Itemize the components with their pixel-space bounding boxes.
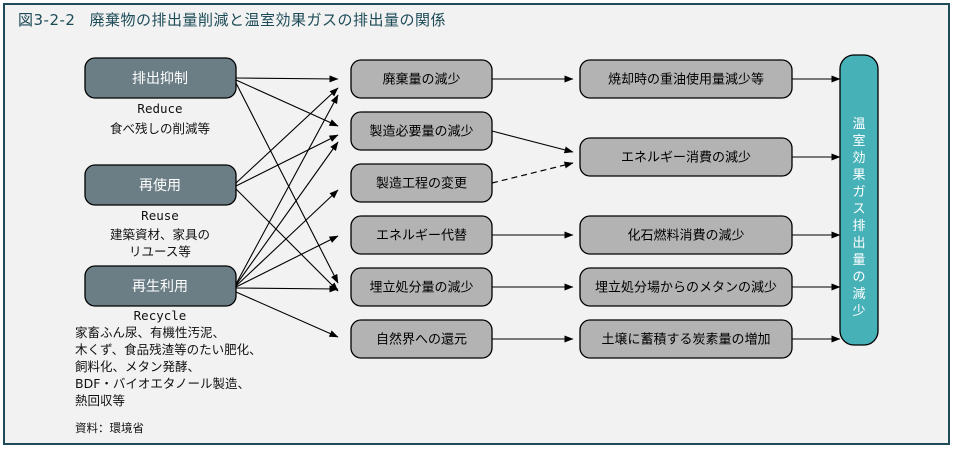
- node-landfill-methane-reduction-label: 埋立処分場からのメタンの減少: [595, 280, 777, 296]
- node-landfill-reduction-label: 埋立処分量の減少: [369, 280, 473, 296]
- right-column-group: 焼却時の重油使用量減少等 エネルギー消費の減少 化石燃料消費の減少 埋立処分場か…: [579, 59, 793, 359]
- node-recycle[interactable]: 再生利用: [84, 265, 237, 307]
- node-process-change-box[interactable]: [350, 163, 493, 203]
- node-waste-reduction[interactable]: 廃棄量の減少: [350, 59, 493, 99]
- connection-recycle-to-energy-substitution: [235, 235, 339, 288]
- node-heavy-oil-reduction-label: 焼却時の重油使用量減少等: [608, 72, 764, 88]
- node-soil-carbon-increase[interactable]: 土壌に蓄積する炭素量の増加: [579, 319, 793, 359]
- connection-reuse-to-landfill-reduction: [235, 188, 339, 292]
- node-reduce-detail-1: 食べ残しの削減等: [110, 121, 210, 136]
- goal-char-6: 排: [852, 219, 865, 234]
- goal-char-1: 室: [852, 133, 865, 149]
- node-recycle-detail-4: BDF・バイオエタノール製造、: [75, 376, 250, 391]
- node-fossil-fuel-reduction-box[interactable]: [579, 215, 793, 255]
- node-recycle-detail-1: 家畜ふん尿、有機性汚泥、: [75, 325, 225, 340]
- node-heavy-oil-reduction[interactable]: 焼却時の重油使用量減少等: [579, 59, 793, 99]
- node-reduce-box[interactable]: [84, 57, 237, 99]
- left-column-group: 排出抑制 Reduce 食べ残しの削減等 再使用 Reuse 建築資材、家具の …: [75, 57, 262, 408]
- connections-right-to-goal: [792, 75, 841, 343]
- connection-recycle-to-process-change: [235, 189, 339, 287]
- node-energy-substitution[interactable]: エネルギー代替: [350, 215, 493, 255]
- node-production-need-reduction[interactable]: 製造必要量の減少: [350, 111, 493, 151]
- connection-recycle-to-production-need-reduction: [235, 141, 339, 286]
- goal-char-4: ガ: [852, 185, 865, 200]
- node-reduce-english: Reduce: [137, 101, 182, 116]
- connection-recycle-to-return-to-nature: [235, 291, 339, 338]
- node-soil-carbon-increase-box[interactable]: [579, 319, 793, 359]
- node-recycle-detail-5: 熱回収等: [75, 393, 125, 408]
- node-fossil-fuel-reduction[interactable]: 化石燃料消費の減少: [579, 215, 793, 255]
- connection-reuse-to-waste-reduction: [235, 87, 339, 184]
- node-landfill-methane-reduction-box[interactable]: [579, 267, 793, 307]
- node-reuse-label: 再使用: [139, 177, 181, 194]
- connections-middle-to-right: [491, 75, 574, 343]
- node-waste-reduction-box[interactable]: [350, 59, 493, 99]
- node-ghg-emission-reduction-box[interactable]: [839, 54, 879, 346]
- node-process-change[interactable]: 製造工程の変更: [350, 163, 493, 203]
- node-landfill-reduction-box[interactable]: [350, 267, 493, 307]
- node-reuse-box[interactable]: [84, 164, 237, 206]
- goal-char-3: 果: [852, 168, 865, 183]
- node-recycle-label: 再生利用: [132, 279, 188, 295]
- node-soil-carbon-increase-label: 土壌に蓄積する炭素量の増加: [601, 333, 770, 348]
- node-heavy-oil-reduction-box[interactable]: [579, 59, 793, 99]
- connection-reduce-to-landfill-reduction: [235, 82, 339, 284]
- connection-reuse-to-production-need-reduction: [235, 134, 339, 187]
- node-reuse[interactable]: 再使用: [84, 164, 237, 206]
- node-reuse-detail-1: 建築資材、家具の: [110, 227, 210, 242]
- node-energy-consumption-reduction[interactable]: エネルギー消費の減少: [579, 137, 793, 177]
- node-production-need-reduction-box[interactable]: [350, 111, 493, 151]
- node-waste-reduction-label: 廃棄量の減少: [382, 72, 460, 88]
- node-energy-consumption-reduction-box[interactable]: [579, 137, 793, 177]
- node-recycle-detail-3: 飼料化、メタン発酵、: [75, 359, 200, 374]
- node-recycle-box[interactable]: [84, 265, 237, 307]
- figure-number: 図3-2-2: [18, 11, 76, 29]
- node-production-need-reduction-label: 製造必要量の減少: [369, 124, 473, 140]
- connections-left-to-middle: [235, 75, 339, 338]
- node-reuse-detail-2: リユース等: [129, 244, 191, 259]
- node-process-change-label: 製造工程の変更: [376, 176, 467, 192]
- goal-char-10: 減: [852, 286, 865, 302]
- node-ghg-emission-reduction[interactable]: 温 室 効 果 ガ ス 排 出 量 の 減 少: [839, 54, 879, 346]
- node-return-to-nature[interactable]: 自然界への還元: [350, 319, 493, 359]
- connection-process-change-to-energy-consumption: [491, 161, 574, 184]
- node-ghg-emission-reduction-label: 温 室 効 果 ガ ス 排 出 量 の 減 少: [852, 117, 865, 319]
- node-return-to-nature-label: 自然界への還元: [376, 332, 467, 348]
- connection-production-need-to-energy-consumption: [491, 130, 574, 154]
- node-recycle-detail-2: 木くず、食品残渣等のたい肥化、: [75, 342, 262, 357]
- node-reduce[interactable]: 排出抑制: [84, 57, 237, 99]
- node-energy-substitution-box[interactable]: [350, 215, 493, 255]
- middle-column-group: 廃棄量の減少 製造必要量の減少 製造工程の変更 エネルギー代替 埋立処分量の減少…: [350, 59, 493, 359]
- node-reuse-english: Reuse: [141, 208, 179, 223]
- node-reduce-label: 排出抑制: [132, 71, 188, 87]
- goal-char-0: 温: [852, 117, 865, 132]
- node-landfill-reduction[interactable]: 埋立処分量の減少: [350, 267, 493, 307]
- goal-char-9: の: [852, 270, 865, 285]
- node-energy-consumption-reduction-label: エネルギー消費の減少: [621, 150, 751, 166]
- connection-recycle-to-waste-reduction: [235, 94, 339, 285]
- connection-recycle-to-landfill-reduction: [235, 285, 339, 293]
- goal-char-11: 少: [852, 304, 865, 319]
- node-fossil-fuel-reduction-label: 化石燃料消費の減少: [627, 228, 744, 244]
- figure-title: 図3-2-2 廃棄物の排出量削減と温室効果ガスの排出量の関係: [18, 9, 446, 30]
- node-landfill-methane-reduction[interactable]: 埋立処分場からのメタンの減少: [579, 267, 793, 307]
- goal-char-2: 効: [852, 151, 865, 166]
- goal-char-8: 量: [852, 253, 865, 268]
- figure-title-text: 廃棄物の排出量削減と温室効果ガスの排出量の関係: [89, 11, 446, 29]
- node-return-to-nature-box[interactable]: [350, 319, 493, 359]
- connection-reduce-to-production-need-reduction: [235, 79, 339, 127]
- goal-char-5: ス: [852, 202, 865, 217]
- node-energy-substitution-label: エネルギー代替: [376, 229, 467, 244]
- source-note: 資料：環境省: [75, 421, 144, 435]
- goal-char-7: 出: [852, 236, 865, 251]
- node-recycle-english: Recycle: [134, 308, 187, 323]
- connection-reduce-to-waste-reduction: [235, 75, 339, 83]
